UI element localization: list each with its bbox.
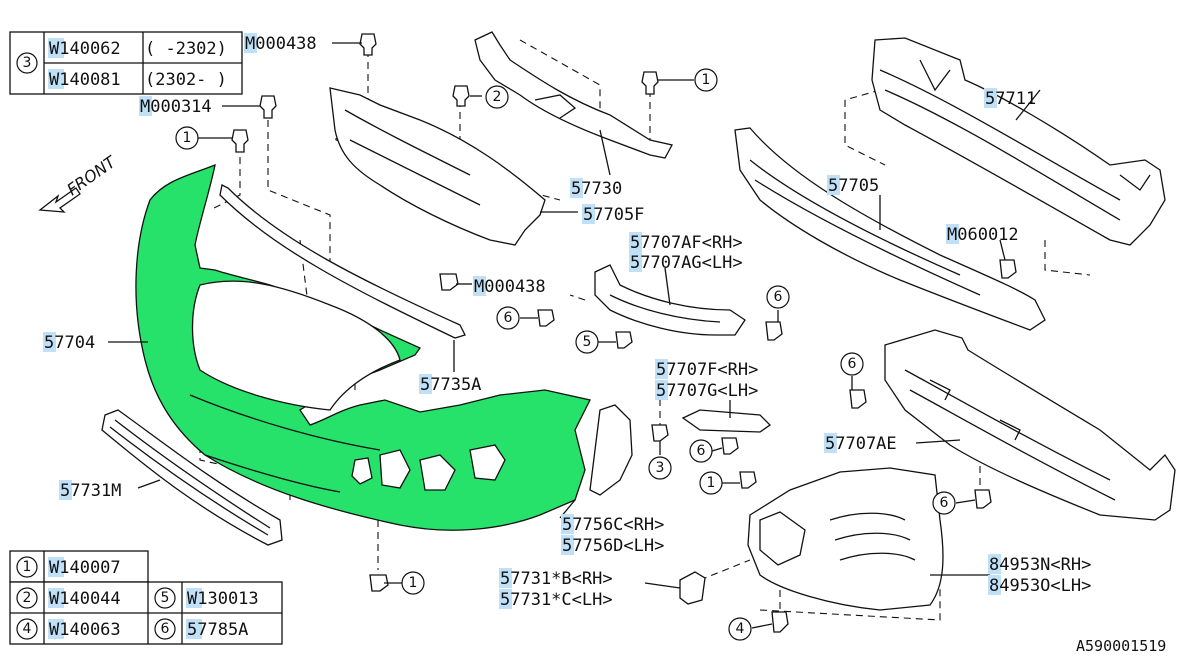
label-84953n: 84953N<RH> xyxy=(989,555,1091,575)
top-table-range-2: (2302- ) xyxy=(145,70,227,90)
bottom-table-ref-6: 6 xyxy=(161,621,170,637)
strip-57735a xyxy=(219,184,466,339)
label-57707ag: 57707AG<LH> xyxy=(630,253,743,273)
label-84953o: 84953O<LH> xyxy=(989,576,1091,596)
label-57707ae: 57707AE xyxy=(825,434,897,454)
bracket-57756c xyxy=(589,404,633,496)
bolt-6-mid xyxy=(765,321,783,341)
bracket-57707f xyxy=(681,409,772,433)
callout-1-d: 1 xyxy=(409,575,418,591)
callout-4: 4 xyxy=(736,621,745,637)
clip-1-bottom xyxy=(369,574,389,592)
bumper-face-57704 xyxy=(135,163,591,531)
callout-circles: 2 1 1 6 5 6 6 3 6 1 6 1 4 xyxy=(175,68,956,641)
callout-3: 3 xyxy=(656,460,665,476)
callout-6-a: 6 xyxy=(504,310,513,326)
bracket-57705f xyxy=(329,87,546,246)
bolt-m000438-mid xyxy=(439,273,459,291)
bottom-reference-table: 1 W140007 2 W140044 5 W130013 4 W140063 … xyxy=(9,550,283,645)
label-57707g: 57707G<LH> xyxy=(656,381,758,401)
grille-57731m xyxy=(101,409,283,546)
label-57756c: 57756C<RH> xyxy=(562,515,664,535)
callout-5: 5 xyxy=(583,334,592,350)
label-57756d: 57756D<LH> xyxy=(562,536,664,556)
clip-3 xyxy=(651,424,669,442)
callout-1-b: 1 xyxy=(183,130,192,146)
label-m000438-mid: M000438 xyxy=(474,277,546,297)
front-direction-arrow: FRONT xyxy=(38,152,120,213)
label-57731b: 57731*B<RH> xyxy=(500,569,613,589)
bottom-table-ref-2: 2 xyxy=(23,590,32,606)
clip-1-right xyxy=(641,71,659,95)
label-57735a: 57735A xyxy=(420,375,481,395)
undercover-57707ae xyxy=(884,329,1176,521)
label-m060012: M060012 xyxy=(947,225,1019,245)
clip-2-top xyxy=(452,85,470,107)
bolt-6-left xyxy=(537,309,555,327)
label-57705f: 57705F xyxy=(583,205,644,225)
bolt-m000438-top xyxy=(359,33,377,56)
bolt-m000314 xyxy=(259,95,277,119)
bottom-table-ref-1: 1 xyxy=(23,559,32,575)
bottom-table-ref-5: 5 xyxy=(161,590,170,606)
label-m000314: M000314 xyxy=(140,97,212,117)
bolt-6-right xyxy=(849,389,867,409)
label-57711: 57711 xyxy=(985,89,1036,109)
absorber-57705 xyxy=(734,127,1046,331)
bottom-table-ref-4: 4 xyxy=(23,621,32,637)
bracket-57730 xyxy=(474,31,673,159)
callout-6-e: 6 xyxy=(940,495,949,511)
part-labels: M000438 M000314 57730 57705F 57707AF<RH>… xyxy=(43,33,1166,655)
label-57707af: 57707AF<RH> xyxy=(630,233,743,253)
diagram-id: A590001519 xyxy=(1076,637,1166,655)
cap-57731b xyxy=(679,571,706,605)
callout-6-d: 6 xyxy=(848,356,857,372)
clip-1-lower xyxy=(739,471,757,489)
bolt-6-under xyxy=(974,489,992,509)
bottom-table-part-1: W140007 xyxy=(49,558,121,578)
label-57707f: 57707F<RH> xyxy=(656,360,758,380)
top-table-range-1: ( -2302) xyxy=(145,39,227,59)
label-m000438-top: M000438 xyxy=(245,34,317,54)
bracket-57707af xyxy=(594,264,746,336)
callout-2: 2 xyxy=(493,89,502,105)
label-57731c: 57731*C<LH> xyxy=(500,590,613,610)
bottom-table-part-5: W130013 xyxy=(187,589,259,609)
front-label: FRONT xyxy=(63,152,120,200)
label-57731m: 57731M xyxy=(60,481,121,501)
bottom-table-part-4: W140063 xyxy=(49,620,121,640)
bolt-4 xyxy=(771,611,789,633)
top-table-part-1: W140062 xyxy=(49,39,121,59)
clip-1-left xyxy=(231,129,249,153)
label-57730: 57730 xyxy=(571,179,622,199)
label-57704: 57704 xyxy=(44,333,95,353)
label-57705: 57705 xyxy=(828,176,879,196)
beam-57711 xyxy=(871,37,1166,246)
fasteners xyxy=(231,33,1017,633)
top-table-part-2: W140081 xyxy=(49,70,121,90)
top-reference-table: 3 W140062 ( -2302) W140081 (2302- ) xyxy=(9,31,243,95)
leader-lines xyxy=(108,42,1041,629)
bottom-table-part-2: W140044 xyxy=(49,589,121,609)
callout-6-c: 6 xyxy=(697,443,706,459)
clip-5 xyxy=(615,331,633,349)
fog-cover-84953n xyxy=(747,467,944,611)
callout-1-a: 1 xyxy=(702,72,711,88)
bolt-6-lower xyxy=(721,437,739,455)
callout-1-c: 1 xyxy=(707,475,716,491)
top-table-ref: 3 xyxy=(23,55,32,71)
callout-6-b: 6 xyxy=(774,289,783,305)
bolt-m060012 xyxy=(999,259,1017,279)
bottom-table-part-6: 57785A xyxy=(187,620,248,640)
